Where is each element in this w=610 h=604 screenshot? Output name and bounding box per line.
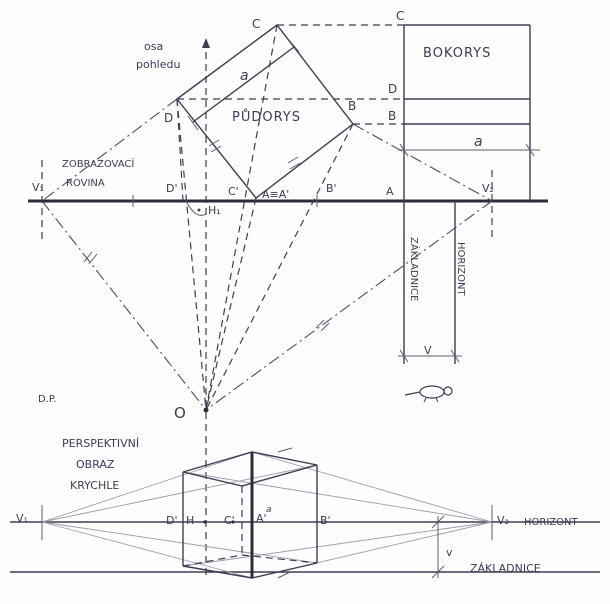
ray-B	[205, 123, 354, 411]
point-A-eq: A≡A'	[262, 188, 289, 201]
converge-line	[182, 521, 493, 567]
point-O: O	[174, 404, 186, 422]
label-krychle: KRYCHLE	[70, 479, 119, 492]
point-A-bottom: A'	[256, 512, 267, 525]
label-pohledu: pohledu	[136, 58, 180, 71]
label-horizont-vertical: HORIZONT	[455, 242, 466, 296]
plan-tick	[288, 39, 300, 53]
dim-tick	[525, 143, 535, 157]
slash-mark	[320, 322, 330, 332]
point-D: D	[164, 111, 173, 125]
label-rovina: ROVINA	[66, 178, 105, 189]
point-B-side: B	[388, 109, 396, 123]
converge-line	[41, 521, 253, 579]
line-V1-plan	[41, 98, 178, 202]
point-C-bottom: C'	[224, 514, 235, 527]
slash-mark	[88, 253, 98, 265]
cube-bottom-back	[182, 554, 318, 567]
label-pudorys: PŮDORYS	[232, 109, 301, 125]
label-zakladnice-vertical: ZÁKLADNICE	[408, 237, 421, 301]
converge-line	[41, 464, 318, 523]
point-C: C	[252, 17, 260, 31]
observer-figure-icon	[404, 385, 453, 403]
proj-D	[176, 98, 184, 202]
plan-tick	[289, 162, 301, 170]
ray-A	[205, 197, 257, 411]
line-to-V2	[205, 200, 493, 411]
point-V2: V₂	[482, 182, 494, 195]
view-axis-arrow-icon	[202, 38, 210, 48]
point-H1: H₁	[208, 204, 221, 217]
point-A: A	[386, 185, 394, 198]
eye-point	[203, 407, 209, 413]
point-V1: V₁	[32, 181, 44, 194]
label-obraz: OBRAZ	[76, 458, 115, 471]
marker-dot	[231, 520, 235, 524]
right-angle-dot	[197, 208, 201, 212]
point-H-bottom: H	[186, 514, 194, 527]
marker-dot	[203, 520, 207, 524]
dim-v-side: V	[424, 344, 432, 357]
line-to-V1	[41, 200, 207, 411]
point-B: B	[348, 99, 356, 113]
label-bokorys: BOKORYS	[423, 46, 491, 61]
label-dp: D.P.	[38, 394, 57, 405]
dim-a-top: a	[240, 68, 249, 84]
point-D-bottom: D'	[166, 514, 178, 527]
dim-tick	[431, 565, 445, 579]
point-D-prime: D'	[166, 182, 178, 195]
plan-inner-line	[192, 46, 295, 123]
label-perspektivni: PERSPEKTIVNÍ	[62, 437, 139, 450]
plan-tick	[287, 156, 299, 164]
plan-tick	[208, 139, 220, 147]
point-C-right: C	[396, 9, 404, 23]
ray-D	[176, 98, 207, 411]
converge-line	[41, 451, 253, 523]
slash-mark	[277, 571, 291, 579]
label-zobrazovaci: ZOBRAZOVACÍ	[62, 157, 134, 170]
dim-tick	[450, 349, 460, 363]
converge-line	[182, 471, 493, 523]
slash-mark	[315, 319, 325, 329]
dim-v-bottom: v	[446, 546, 453, 559]
label-horizont: HORIZONT	[524, 517, 578, 528]
point-B-prime: B'	[326, 182, 337, 195]
plan-tick	[187, 115, 199, 131]
dim-tick	[431, 515, 445, 529]
point-V1-bottom: V₁	[16, 512, 28, 525]
right-angle-arc	[185, 200, 207, 216]
line-V2-plan	[352, 123, 493, 202]
ray-C	[205, 24, 278, 411]
dim-a-bottom: a	[266, 505, 272, 515]
dim-tick	[399, 349, 409, 363]
point-C-prime: C'	[228, 185, 239, 198]
point-D-side: D	[388, 82, 397, 96]
point-B-bottom: B'	[320, 514, 331, 527]
dim-a-side: a	[474, 134, 483, 150]
label-zakladnice: ZÁKLADNICE	[470, 562, 541, 575]
slash-mark	[277, 447, 293, 453]
converge-line	[251, 451, 493, 523]
slash-mark	[83, 251, 93, 263]
point-V2-bottom: V₂	[497, 514, 509, 527]
converge-line	[41, 521, 318, 564]
plan-tick	[210, 145, 222, 153]
label-osa: osa	[144, 40, 163, 53]
dim-tick	[399, 143, 409, 157]
